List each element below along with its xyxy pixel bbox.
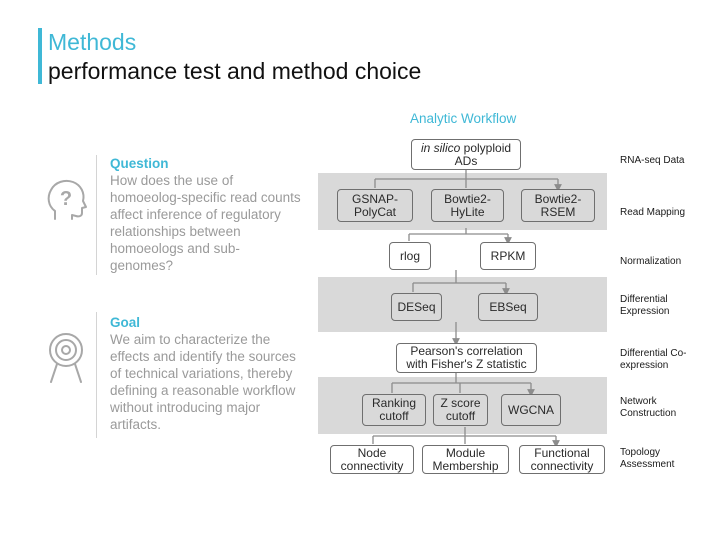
box-deseq: DESeq (391, 293, 442, 321)
goal-text: We aim to characterize the effects and i… (110, 332, 296, 432)
label-topology-assessment: Topology Assessment (620, 447, 675, 470)
question-heading: Question (110, 156, 169, 171)
goal-divider (96, 312, 97, 438)
box-functional-connectivity: Functional connectivity (519, 445, 605, 474)
conn-network-to-topology (372, 427, 556, 444)
page-subtitle: performance test and method choice (48, 58, 422, 84)
box-pearson-correlation: Pearson's correlation with Fisher's Z st… (396, 343, 537, 373)
input-italic-text: in silico (420, 140, 461, 155)
input-line2-text: ADs (454, 153, 478, 168)
box-rpkm: RPKM (480, 242, 536, 270)
target-icon (49, 333, 83, 383)
box-gsnap-polycat: GSNAP- PolyCat (337, 189, 413, 222)
box-node-connectivity: Node connectivity (330, 445, 414, 474)
box-rlog: rlog (389, 242, 431, 270)
box-module-membership: Module Membership (422, 445, 509, 474)
box-bowtie2-rsem: Bowtie2- RSEM (521, 189, 595, 222)
workflow-title: Analytic Workflow (410, 111, 517, 126)
svg-text:?: ? (60, 188, 72, 210)
box-wgcna: WGCNA (501, 394, 561, 426)
label-network-construction: Network Construction (620, 396, 677, 419)
goal-heading: Goal (110, 315, 141, 330)
page-title: Methods (48, 29, 137, 55)
box-zscore-cutoff: Z score cutoff (433, 394, 488, 426)
band-differential-expression (318, 277, 607, 332)
input-rest-text: polyploid (460, 140, 512, 155)
label-normalization: Normalization (620, 256, 682, 267)
title-accent-bar (38, 28, 42, 84)
conn-norm-to-de (412, 270, 506, 292)
conn-mapping-to-norm (408, 228, 508, 241)
box-bowtie2-hylite: Bowtie2- HyLite (431, 189, 504, 222)
question-icon-wrap: ? (42, 175, 90, 223)
conn-input-to-mapping (374, 170, 558, 188)
question-divider (96, 155, 97, 275)
label-rnaseq-data: RNA-seq Data (620, 155, 685, 166)
label-read-mapping: Read Mapping (620, 207, 686, 218)
box-ranking-cutoff: Ranking cutoff (362, 394, 426, 426)
goal-icon-wrap (44, 330, 88, 386)
question-head-icon: ? (47, 179, 87, 220)
label-differential-coexpression: Differential Co- expression (620, 348, 687, 371)
question-text: How does the use of homoeolog-specific r… (110, 173, 301, 273)
box-ebseq: EBSeq (478, 293, 538, 321)
label-differential-expression: Differential Expression (620, 294, 670, 317)
conn-coexp-to-network (391, 372, 531, 393)
